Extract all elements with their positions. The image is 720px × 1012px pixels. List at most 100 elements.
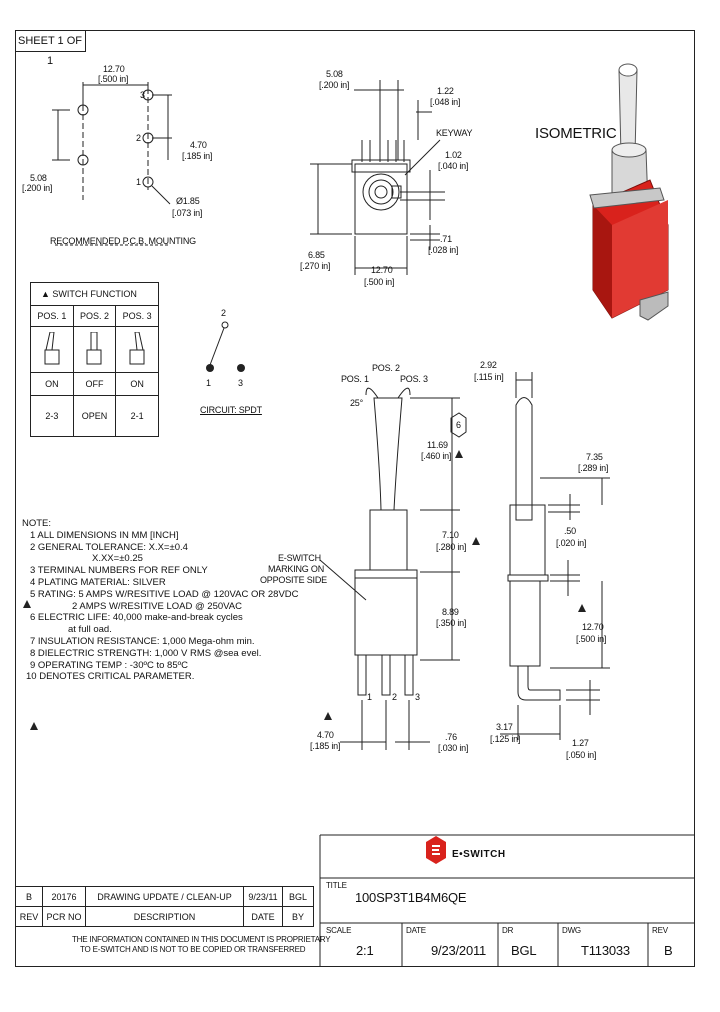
right-dim: 12.70	[582, 622, 604, 632]
right-body	[509, 580, 541, 667]
side-pin-label: 1	[367, 692, 372, 702]
drawn-by-value: BGL	[511, 943, 537, 958]
right-dim: 1.27	[572, 738, 589, 748]
state-cell: OFF	[72, 372, 117, 396]
note-line: 5 RATING: 5 AMPS W/RESITIVE LOAD @ 120VA…	[30, 588, 299, 600]
state-cell: ON	[115, 372, 159, 396]
circuit-label: CIRCUIT: SPDT	[200, 405, 262, 415]
rev-value: B	[664, 943, 673, 958]
note-line: at full oad.	[68, 624, 112, 636]
front-dim: 6.85	[308, 250, 325, 260]
front-dim-in: [.028 in]	[428, 245, 459, 255]
state-cell: ON	[30, 372, 74, 396]
front-dim: 5.08	[326, 69, 343, 79]
date-header: DATE	[243, 906, 283, 927]
side-dim-in: [.030 in]	[438, 743, 469, 753]
circuit-pin-3	[237, 364, 245, 372]
side-pin-3	[404, 654, 414, 696]
front-dim: .71	[440, 234, 452, 244]
side-bushing	[369, 509, 408, 571]
right-dim-in: [.125 in]	[490, 734, 521, 744]
right-dim: 3.17	[496, 722, 513, 732]
front-dim-in: [.500 in]	[364, 277, 395, 287]
pcb-dim-v2: 4.70	[190, 140, 207, 150]
right-dim: 7.35	[586, 452, 603, 462]
pcr-cell: 20176	[42, 886, 86, 907]
side-dim: 4.70	[317, 730, 334, 740]
notes-block: NOTE: 1 ALL DIMENSIONS IN MM [INCH] 2 GE…	[22, 518, 299, 683]
pcb-pin-label: 3	[140, 90, 145, 100]
front-dim: 1.22	[437, 86, 454, 96]
pcb-leader	[151, 185, 171, 205]
title-label: TITLE	[326, 881, 347, 890]
drawn-by-label: DR	[502, 926, 514, 935]
switch-function-table: ▲ SWITCH FUNCTION POS. 1 POS. 2 POS. 3 O…	[30, 282, 159, 437]
right-dim-in: [.115 in]	[474, 372, 504, 382]
position-header: POS. 2	[72, 305, 117, 327]
right-bushing	[509, 504, 546, 576]
right-dim-in: [.289 in]	[578, 463, 609, 473]
front-dim: 1.02	[445, 150, 462, 160]
side-dim: .76	[445, 732, 457, 742]
date-cell: 9/23/11	[243, 886, 283, 907]
pcb-pin-label: 2	[136, 133, 141, 143]
rev-cell: B	[15, 886, 43, 907]
side-dim-in: [.350 in]	[436, 618, 467, 628]
pos3-label: POS. 3	[400, 374, 428, 384]
description-header: DESCRIPTION	[85, 906, 244, 927]
note-line: 8 DIELECTRIC STRENGTH: 1,000 V RMS @sea …	[30, 647, 262, 659]
pcb-title: RECOMMENDED P.C.B. MOUNTING	[50, 236, 196, 246]
critical-triangle	[30, 722, 38, 730]
pcb-pin-label: 1	[136, 177, 141, 187]
angle-label: 25°	[350, 398, 364, 408]
eswitch-logo-mark	[426, 836, 446, 864]
pcb-dim-h: 12.70	[103, 64, 125, 74]
proprietary-notice: TO E-SWITCH AND IS NOT TO BE COPIED OR T…	[80, 945, 306, 954]
rev-header: REV	[15, 906, 43, 927]
pos2-label: POS. 2	[372, 363, 400, 373]
circuit-pin-2	[221, 321, 229, 329]
part-number-title: 100SP3T1B4M6QE	[355, 890, 467, 905]
hex-label: 6	[456, 420, 461, 430]
front-terminal-tab	[351, 159, 411, 173]
pcb-dim-v: 5.08	[30, 173, 47, 183]
note-line: 2 GENERAL TOLERANCE: X.X=±0.4	[30, 541, 188, 553]
note-line: X.XX=±0.25	[92, 553, 143, 565]
marking-label: OPPOSITE SIDE	[260, 575, 327, 585]
critical-triangle	[472, 537, 480, 545]
critical-triangle	[578, 604, 586, 612]
side-pin-2	[381, 654, 391, 696]
circuit-pin-label: 2	[221, 308, 226, 318]
position-header: POS. 3	[115, 305, 159, 327]
right-dim-in: [.500 in]	[576, 634, 607, 644]
scale-value: 2:1	[356, 943, 374, 958]
pos1-label: POS. 1	[341, 374, 369, 384]
front-lever-hole	[374, 185, 388, 199]
rev-label: REV	[652, 926, 668, 935]
side-pin-label: 2	[392, 692, 397, 702]
note-line: 4 PLATING MATERIAL: SILVER	[30, 576, 166, 588]
right-dim: .50	[564, 526, 576, 536]
eswitch-logo-text: E•SWITCH	[452, 849, 506, 860]
side-lever	[373, 397, 403, 511]
date-label: DATE	[406, 926, 426, 935]
position-header: POS. 1	[30, 305, 74, 327]
front-body	[354, 163, 408, 235]
pcb-hole	[77, 104, 89, 116]
circuit-lever	[209, 327, 225, 366]
scale-label: SCALE	[326, 926, 352, 935]
note-line: 1 ALL DIMENSIONS IN MM [INCH]	[30, 529, 179, 541]
side-dim: 7.10	[442, 530, 459, 540]
connection-cell: 2-3	[30, 395, 74, 437]
front-dim-in: [.270 in]	[300, 261, 331, 271]
sheet-label: SHEET 1 OF 1	[15, 31, 86, 67]
note-line: 3 TERMINAL NUMBERS FOR REF ONLY	[30, 565, 208, 577]
front-bushing-outer	[362, 173, 400, 211]
by-header: BY	[282, 906, 314, 927]
isometric-label: ISOMETRIC	[535, 125, 617, 142]
right-pin	[517, 666, 561, 701]
keyway-label: KEYWAY	[436, 128, 473, 138]
connection-cell: OPEN	[72, 395, 117, 437]
right-bracket	[507, 574, 549, 582]
